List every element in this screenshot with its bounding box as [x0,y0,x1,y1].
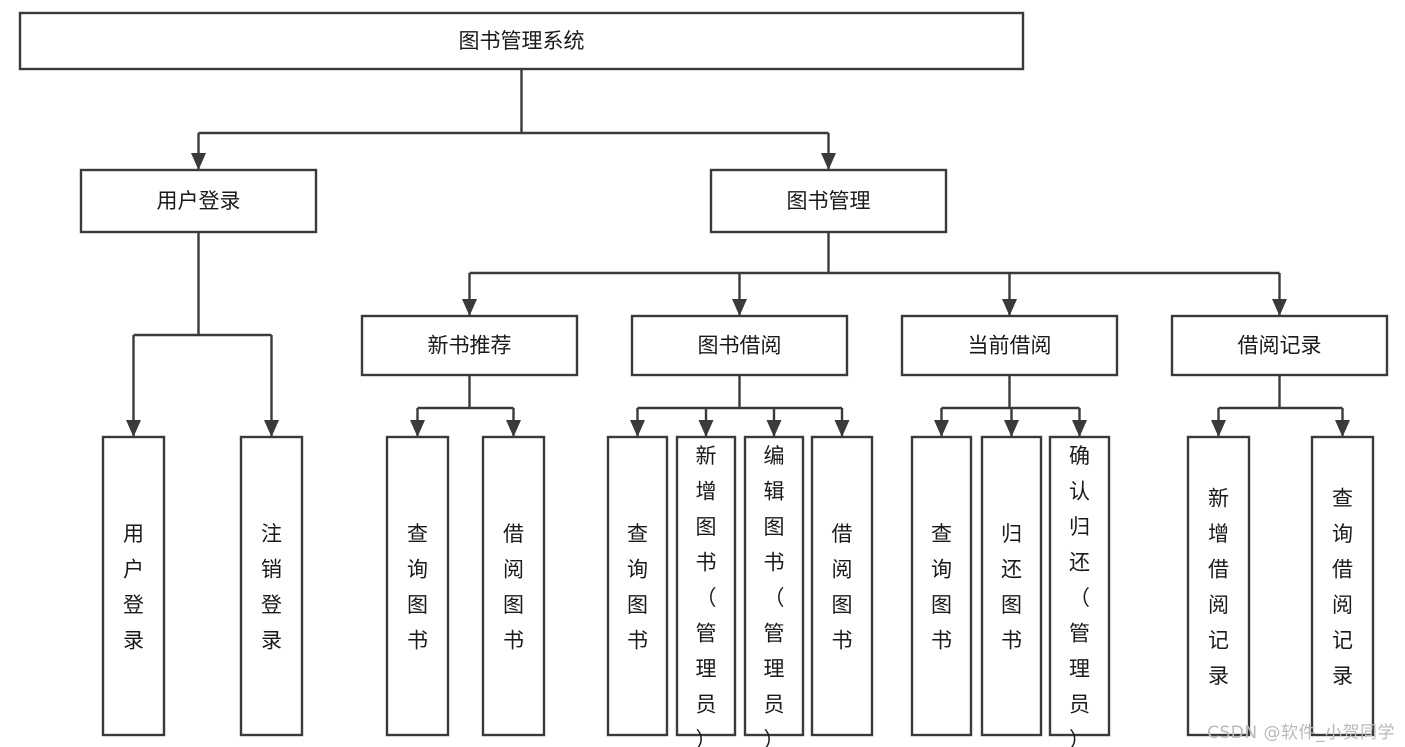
node-box-book-manage[interactable] [709,168,948,234]
node-box-leaf-query-book-3[interactable] [910,435,973,737]
node-label-book-borrow: 图书借阅 [698,334,782,358]
csdn-watermark: CSDN @软件_小贺同学 [1207,723,1395,743]
node-box-leaf-borrow-book-1[interactable] [481,435,546,737]
node-label-new-book-rec: 新书推荐 [428,334,512,358]
node-label-leaf-query-book-3: 查询图书 [931,522,952,653]
node-box-leaf-add-record[interactable] [1186,435,1251,737]
node-label-leaf-confirm-return: 确认归还（管理员） [1069,444,1090,747]
node-leaf-edit-book[interactable]: 编辑图书（管理员） [743,435,805,747]
node-label-user-login: 用户登录 [157,189,241,213]
node-label-leaf-add-record: 新增借阅记录 [1208,487,1229,689]
node-box-root[interactable] [18,11,1025,71]
node-box-leaf-query-book-1[interactable] [385,435,450,737]
node-leaf-borrow-book-2[interactable]: 借阅图书 [810,435,874,737]
node-box-leaf-query-book-2[interactable] [606,435,669,737]
node-layer: 图书管理系统用户登录图书管理新书推荐图书借阅当前借阅借阅记录用户登录注销登录查询… [18,11,1389,747]
connector-group-new-book-rec [410,375,521,437]
node-box-leaf-user-logout[interactable] [239,435,304,737]
node-label-leaf-borrow-book-2: 借阅图书 [832,522,853,653]
node-label-leaf-query-record: 查询借阅记录 [1332,487,1353,689]
node-box-leaf-return-book[interactable] [980,435,1043,737]
node-leaf-user-logout[interactable]: 注销登录 [239,435,304,737]
connector-group-book-manage [462,232,1287,316]
node-label-leaf-user-login: 用户登录 [123,522,144,653]
node-new-book-rec[interactable]: 新书推荐 [360,314,579,377]
node-label-borrow-record: 借阅记录 [1238,334,1322,358]
node-root[interactable]: 图书管理系统 [18,11,1025,71]
node-label-current-borrow: 当前借阅 [968,334,1052,358]
node-label-root: 图书管理系统 [459,29,585,53]
node-box-leaf-query-record[interactable] [1310,435,1375,737]
node-leaf-query-record[interactable]: 查询借阅记录 [1310,435,1375,737]
node-user-login[interactable]: 用户登录 [79,168,318,234]
node-book-borrow[interactable]: 图书借阅 [630,314,849,377]
node-borrow-record[interactable]: 借阅记录 [1170,314,1389,377]
connector-group-book-borrow [630,375,850,437]
connector-group-root [191,69,836,170]
node-box-leaf-edit-book[interactable] [743,435,805,737]
node-leaf-query-book-1[interactable]: 查询图书 [385,435,450,737]
connector-group-user-login [126,232,279,437]
node-label-leaf-return-book: 归还图书 [1001,522,1022,653]
node-box-leaf-borrow-book-2[interactable] [810,435,874,737]
node-leaf-user-login[interactable]: 用户登录 [101,435,166,737]
node-box-leaf-confirm-return[interactable] [1048,435,1111,737]
node-label-leaf-add-book: 新增图书（管理员） [696,444,717,747]
node-book-manage[interactable]: 图书管理 [709,168,948,234]
node-leaf-query-book-2[interactable]: 查询图书 [606,435,669,737]
node-current-borrow[interactable]: 当前借阅 [900,314,1119,377]
connector-group-current-borrow [934,375,1087,437]
node-label-leaf-user-logout: 注销登录 [261,522,282,653]
node-leaf-add-record[interactable]: 新增借阅记录 [1186,435,1251,737]
node-box-current-borrow[interactable] [900,314,1119,377]
node-box-leaf-user-login[interactable] [101,435,166,737]
node-label-book-manage: 图书管理 [787,189,871,213]
node-label-leaf-query-book-1: 查询图书 [407,522,428,653]
node-box-new-book-rec[interactable] [360,314,579,377]
node-box-leaf-add-book[interactable] [675,435,737,737]
connector-layer [126,69,1350,437]
node-leaf-confirm-return[interactable]: 确认归还（管理员） [1048,435,1111,747]
node-box-book-borrow[interactable] [630,314,849,377]
node-box-user-login[interactable] [79,168,318,234]
node-box-borrow-record[interactable] [1170,314,1389,377]
node-leaf-borrow-book-1[interactable]: 借阅图书 [481,435,546,737]
node-leaf-return-book[interactable]: 归还图书 [980,435,1043,737]
connector-group-borrow-record [1211,375,1350,437]
node-leaf-query-book-3[interactable]: 查询图书 [910,435,973,737]
node-label-leaf-query-book-2: 查询图书 [627,522,648,653]
node-label-leaf-edit-book: 编辑图书（管理员） [764,444,785,747]
node-label-leaf-borrow-book-1: 借阅图书 [503,522,524,653]
node-leaf-add-book[interactable]: 新增图书（管理员） [675,435,737,747]
